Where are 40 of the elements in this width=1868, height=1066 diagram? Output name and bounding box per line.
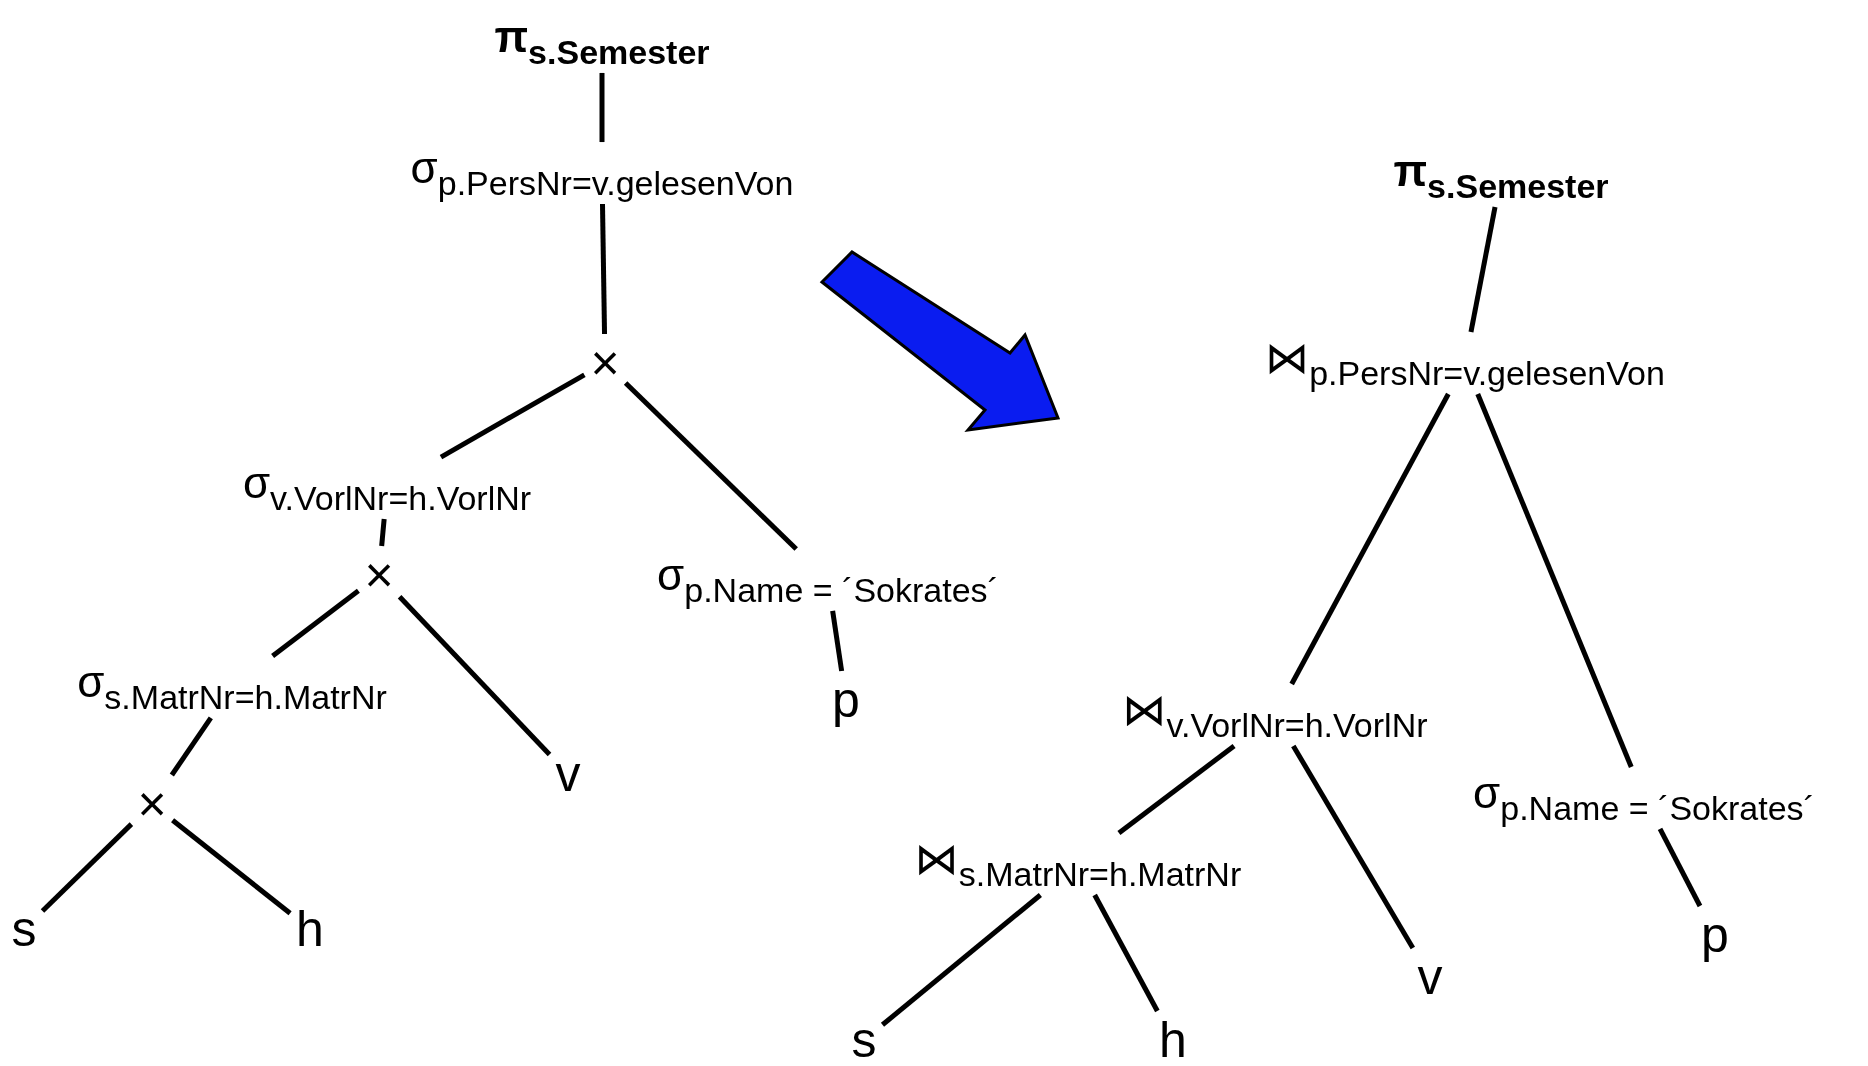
- relation-label: v: [549, 745, 587, 803]
- relation-label: s: [5, 900, 43, 958]
- tree-edge: [40, 822, 134, 913]
- operator-label: ×: [358, 546, 400, 604]
- tree-edge: [600, 203, 608, 335]
- relation-label: v: [1411, 948, 1449, 1006]
- tree-edge: [830, 610, 845, 672]
- relation-label: p: [1695, 906, 1735, 964]
- tree-edge: [439, 372, 586, 460]
- tree-edge: [1291, 744, 1415, 950]
- tree-edge: [169, 716, 213, 777]
- operator-label: ⋈$_{s.MatrNr=h.MatrNr}$: [908, 833, 1248, 895]
- tree-edge: [1092, 893, 1160, 1013]
- operator-label: σ$_{p.PersNr=v.gelesenVon}$: [404, 142, 800, 204]
- tree-edge: [171, 818, 292, 916]
- relation-label: p: [826, 671, 866, 729]
- relation-label: h: [290, 900, 330, 958]
- operator-label: σ$_{s.MatrNr=h.MatrNr}$: [71, 656, 393, 718]
- operator-label: ×: [131, 775, 173, 833]
- operator-label: π$_{s.Semester}$: [1387, 145, 1615, 207]
- tree-edge: [880, 893, 1042, 1027]
- operator-label: σ$_{v.VorlNr=h.VorlNr}$: [236, 457, 538, 519]
- tree-edge: [1657, 827, 1703, 908]
- tree-edge: [1117, 743, 1236, 836]
- relation-label: s: [845, 1011, 883, 1066]
- tree-edge: [1289, 392, 1451, 686]
- tree-edge: [1475, 393, 1634, 768]
- operator-label: π$_{s.Semester}$: [488, 11, 716, 73]
- tree-edge: [397, 594, 552, 757]
- operator-label: σ$_{p.Name = ´Sokrates´}$: [651, 549, 1005, 611]
- tree-edge: [271, 588, 360, 659]
- operator-label: ⋈$_{p.PersNr=v.gelesenVon}$: [1259, 332, 1671, 394]
- tree-edge: [379, 518, 387, 547]
- tree-edge: [1468, 206, 1498, 333]
- operator-label: ×: [584, 334, 626, 392]
- relation-label: h: [1153, 1011, 1193, 1066]
- operator-label: ⋈$_{v.VorlNr=h.VorlNr}$: [1116, 684, 1434, 746]
- operator-label: σ$_{p.Name = ´Sokrates´}$: [1467, 767, 1821, 829]
- tree-edge: [623, 381, 798, 551]
- tree-edge: [599, 72, 605, 143]
